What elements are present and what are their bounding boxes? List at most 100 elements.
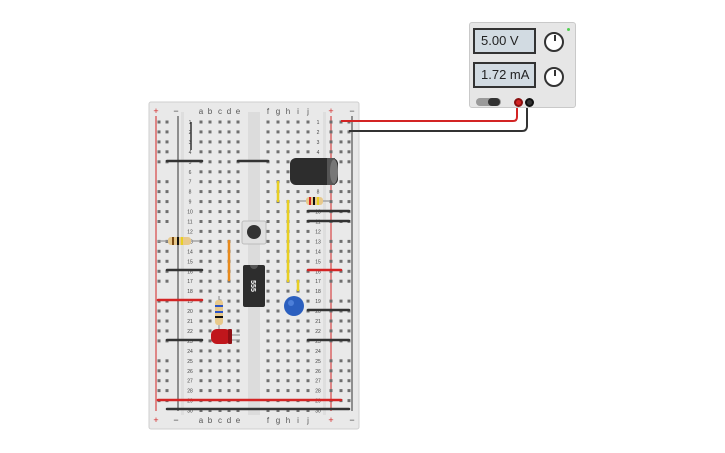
breadboard-hole[interactable]	[227, 289, 231, 293]
breadboard-hole[interactable]	[157, 259, 161, 263]
breadboard-hole[interactable]	[165, 150, 169, 154]
breadboard-hole[interactable]	[218, 229, 222, 233]
breadboard-hole[interactable]	[306, 349, 310, 353]
breadboard-hole[interactable]	[329, 140, 333, 144]
breadboard-hole[interactable]	[227, 150, 231, 154]
breadboard-hole[interactable]	[236, 210, 240, 214]
breadboard-hole[interactable]	[218, 180, 222, 184]
breadboard-hole[interactable]	[157, 389, 161, 393]
breadboard-hole[interactable]	[199, 289, 203, 293]
breadboard-hole[interactable]	[218, 140, 222, 144]
breadboard-hole[interactable]	[296, 379, 300, 383]
breadboard-hole[interactable]	[157, 200, 161, 204]
breadboard-hole[interactable]	[329, 150, 333, 154]
breadboard-hole[interactable]	[306, 150, 310, 154]
ic-555[interactable]: 555	[243, 265, 265, 307]
breadboard-hole[interactable]	[157, 180, 161, 184]
breadboard-hole[interactable]	[236, 190, 240, 194]
breadboard-hole[interactable]	[306, 379, 310, 383]
breadboard-hole[interactable]	[165, 379, 169, 383]
breadboard-hole[interactable]	[347, 190, 351, 194]
breadboard-hole[interactable]	[227, 369, 231, 373]
breadboard-hole[interactable]	[218, 160, 222, 164]
breadboard-hole[interactable]	[199, 220, 203, 223]
breadboard-hole[interactable]	[339, 359, 343, 363]
breadboard-hole[interactable]	[347, 200, 351, 204]
breadboard-hole[interactable]	[165, 220, 169, 223]
breadboard-hole[interactable]	[306, 229, 310, 233]
breadboard-hole[interactable]	[199, 409, 203, 412]
resistor-right[interactable]	[299, 197, 330, 205]
breadboard-hole[interactable]	[218, 130, 222, 134]
breadboard-hole[interactable]	[296, 120, 300, 124]
breadboard-hole[interactable]	[296, 359, 300, 363]
breadboard-hole[interactable]	[276, 170, 280, 174]
breadboard-hole[interactable]	[218, 259, 222, 263]
breadboard-hole[interactable]	[236, 319, 240, 323]
breadboard-hole[interactable]	[157, 329, 161, 333]
positive-terminal[interactable]	[514, 98, 523, 107]
breadboard-hole[interactable]	[296, 369, 300, 373]
breadboard-hole[interactable]	[286, 359, 290, 363]
breadboard-hole[interactable]	[306, 140, 310, 144]
breadboard-hole[interactable]	[329, 269, 333, 273]
breadboard-hole[interactable]	[329, 359, 333, 363]
breadboard-hole[interactable]	[157, 150, 161, 154]
breadboard-hole[interactable]	[157, 160, 161, 164]
breadboard-hole[interactable]	[227, 130, 231, 134]
breadboard-hole[interactable]	[208, 349, 212, 353]
breadboard-hole[interactable]	[286, 190, 290, 194]
breadboard-hole[interactable]	[236, 140, 240, 144]
breadboard-hole[interactable]	[236, 170, 240, 174]
breadboard-hole[interactable]	[276, 299, 280, 303]
breadboard-hole[interactable]	[276, 369, 280, 373]
breadboard-hole[interactable]	[208, 279, 212, 283]
breadboard-hole[interactable]	[339, 140, 343, 144]
breadboard-hole[interactable]	[165, 269, 169, 273]
breadboard-hole[interactable]	[306, 389, 310, 393]
breadboard-hole[interactable]	[266, 339, 270, 343]
breadboard-hole[interactable]	[208, 220, 212, 223]
breadboard-hole[interactable]	[199, 379, 203, 383]
breadboard-hole[interactable]	[266, 299, 270, 303]
breadboard-hole[interactable]	[339, 190, 343, 194]
breadboard-hole[interactable]	[347, 399, 351, 403]
breadboard-hole[interactable]	[227, 229, 231, 233]
breadboard-hole[interactable]	[208, 239, 212, 243]
breadboard-hole[interactable]	[276, 389, 280, 393]
breadboard-hole[interactable]	[208, 359, 212, 363]
breadboard-hole[interactable]	[208, 130, 212, 134]
breadboard-hole[interactable]	[266, 309, 270, 313]
breadboard-hole[interactable]	[296, 239, 300, 243]
breadboard-hole[interactable]	[266, 229, 270, 233]
breadboard-hole[interactable]	[306, 269, 310, 273]
breadboard-hole[interactable]	[266, 140, 270, 144]
breadboard-hole[interactable]	[236, 359, 240, 363]
breadboard-hole[interactable]	[286, 289, 290, 293]
breadboard-hole[interactable]	[227, 120, 231, 124]
breadboard-hole[interactable]	[276, 140, 280, 144]
breadboard-hole[interactable]	[208, 409, 212, 412]
breadboard-hole[interactable]	[236, 239, 240, 243]
voltage-knob-icon[interactable]	[544, 32, 564, 52]
breadboard-hole[interactable]	[329, 259, 333, 263]
breadboard-hole[interactable]	[286, 180, 290, 184]
breadboard-hole[interactable]	[339, 379, 343, 383]
breadboard-hole[interactable]	[165, 190, 169, 194]
breadboard-hole[interactable]	[236, 130, 240, 134]
breadboard-hole[interactable]	[296, 229, 300, 233]
breadboard-hole[interactable]	[236, 120, 240, 124]
breadboard-hole[interactable]	[306, 249, 310, 253]
breadboard-hole[interactable]	[218, 269, 222, 273]
electrolytic-capacitor[interactable]	[290, 158, 338, 185]
breadboard-hole[interactable]	[218, 220, 222, 223]
breadboard-hole[interactable]	[165, 309, 169, 313]
breadboard-hole[interactable]	[208, 329, 212, 333]
breadboard-hole[interactable]	[266, 269, 270, 273]
breadboard-hole[interactable]	[339, 130, 343, 134]
breadboard-hole[interactable]	[329, 279, 333, 283]
breadboard-hole[interactable]	[276, 339, 280, 343]
breadboard-hole[interactable]	[165, 130, 169, 134]
breadboard-hole[interactable]	[266, 210, 270, 214]
